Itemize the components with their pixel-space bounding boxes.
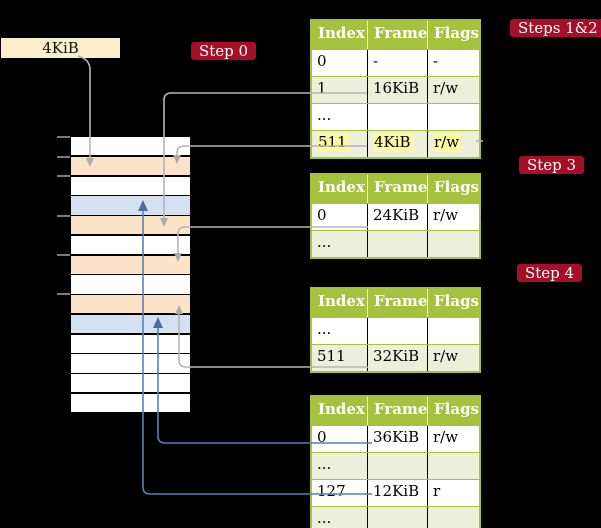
memory-frame-row bbox=[71, 295, 190, 314]
memory-frame-row bbox=[71, 374, 190, 393]
memory-frame-row bbox=[71, 334, 190, 353]
step-3-badge: Step 3 bbox=[519, 156, 585, 174]
cell-frame: 4KiB bbox=[373, 133, 413, 152]
column-header-index: Index bbox=[318, 292, 365, 310]
memory-frame-row bbox=[71, 314, 190, 334]
column-header-index: Index bbox=[318, 24, 365, 42]
memory-frame-row bbox=[71, 354, 190, 373]
memory-frame-row bbox=[71, 275, 190, 294]
column-header-frame: Frame bbox=[367, 175, 427, 203]
table-header: Index Frame Flags bbox=[312, 175, 479, 203]
table-row: 0 - - bbox=[312, 49, 479, 76]
column-header-frame: Frame bbox=[367, 289, 427, 317]
memory-frame-row bbox=[71, 196, 190, 215]
table-row: ... bbox=[312, 103, 479, 130]
cell-index: 511 bbox=[317, 347, 346, 365]
cell-index: 511 bbox=[317, 133, 349, 152]
cell-index: 0 bbox=[317, 52, 327, 70]
column-header-flags: Flags bbox=[427, 175, 479, 203]
table-row: 0 36KiB r/w bbox=[312, 425, 479, 452]
column-header-frame: Frame bbox=[367, 397, 427, 425]
table-row: ... bbox=[312, 506, 479, 528]
column-header-index: Index bbox=[318, 178, 365, 196]
page-table-step-3: Index Frame Flags 0 24KiB r/w ... bbox=[310, 173, 481, 259]
table-row: 511 32KiB r/w bbox=[312, 344, 479, 371]
cell-index: ... bbox=[317, 233, 332, 251]
cell-index: ... bbox=[317, 509, 332, 527]
cell-frame: 12KiB bbox=[373, 482, 420, 500]
step-4-badge: Step 4 bbox=[517, 264, 583, 282]
cell-flags: r bbox=[433, 482, 441, 500]
cell-frame: 36KiB bbox=[373, 428, 420, 446]
cell-index: 1 bbox=[317, 79, 327, 97]
table-header: Index Frame Flags bbox=[312, 289, 479, 317]
cell-index: ... bbox=[317, 455, 332, 473]
memory-frame-row bbox=[71, 235, 190, 255]
page-table-steps-1-2: Index Frame Flags 0 - - 1 16KiB r/w ... … bbox=[310, 19, 481, 159]
column-header-frame: Frame bbox=[367, 21, 427, 49]
table-header: Index Frame Flags bbox=[312, 397, 479, 425]
memory-frame-row bbox=[71, 156, 190, 176]
cell-flags: r/w bbox=[433, 79, 459, 97]
table-row: ... bbox=[312, 452, 479, 479]
page-table-step-4: Index Frame Flags ... 511 32KiB r/w bbox=[310, 287, 481, 373]
cell-index: ... bbox=[317, 106, 332, 124]
cell-index: 0 bbox=[317, 428, 327, 446]
table-row: 127 12KiB r bbox=[312, 479, 479, 506]
memory-frame-row bbox=[71, 176, 190, 195]
cell-flags: r/w bbox=[433, 428, 459, 446]
page-table-level-1: Index Frame Flags 0 36KiB r/w ... 127 12… bbox=[310, 395, 481, 528]
cell-flags: r/w bbox=[433, 133, 462, 152]
step-0-badge: Step 0 bbox=[191, 42, 257, 60]
memory-frame-row bbox=[71, 137, 190, 156]
cell-frame: 16KiB bbox=[373, 79, 420, 97]
frame-address-box: 4KiB bbox=[1, 38, 120, 58]
column-header-flags: Flags bbox=[427, 289, 479, 317]
table-row-highlighted: 511 4KiB r/w bbox=[312, 130, 479, 157]
column-header-index: Index bbox=[318, 400, 365, 418]
cell-flags: r/w bbox=[433, 347, 459, 365]
physical-memory-column bbox=[71, 137, 190, 413]
table-row: ... bbox=[312, 230, 479, 257]
cell-frame: - bbox=[373, 52, 379, 70]
table-header: Index Frame Flags bbox=[312, 21, 479, 49]
cell-flags: r/w bbox=[433, 206, 459, 224]
memory-frame-row bbox=[71, 393, 190, 413]
cell-frame: 24KiB bbox=[373, 206, 420, 224]
table-row: 1 16KiB r/w bbox=[312, 76, 479, 103]
table-row: ... bbox=[312, 317, 479, 344]
steps-1-2-badge: Steps 1&2 bbox=[510, 19, 601, 37]
cell-frame: 32KiB bbox=[373, 347, 420, 365]
cell-flags: - bbox=[433, 52, 439, 70]
cell-index: 127 bbox=[317, 482, 346, 500]
frame-address-label: 4KiB bbox=[42, 39, 79, 57]
cell-index: ... bbox=[317, 320, 332, 338]
column-header-flags: Flags bbox=[427, 21, 479, 49]
memory-frame-row bbox=[71, 216, 190, 235]
memory-frame-row bbox=[71, 255, 190, 274]
table-row: 0 24KiB r/w bbox=[312, 203, 479, 230]
memory-address-ticks bbox=[57, 136, 70, 295]
column-header-flags: Flags bbox=[427, 397, 479, 425]
cell-index: 0 bbox=[317, 206, 327, 224]
